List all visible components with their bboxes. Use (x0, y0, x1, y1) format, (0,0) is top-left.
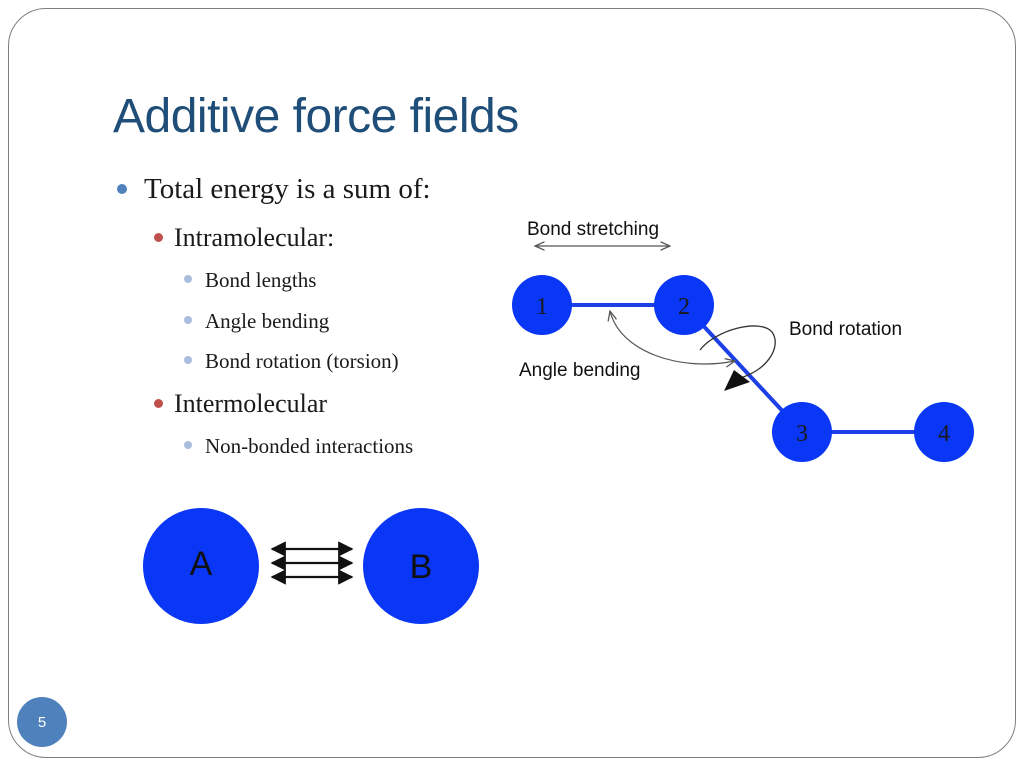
bullet-dot-icon (154, 399, 163, 408)
bullet-intermolecular: Intermolecular (154, 389, 328, 419)
bullet-text: Bond rotation (torsion) (205, 349, 399, 373)
bullet-dot-icon (117, 184, 127, 194)
page-number-badge: 5 (17, 697, 67, 747)
bullet-text: Total energy is a sum of: (144, 173, 431, 205)
bullet-nonbonded: Non-bonded interactions (184, 433, 414, 459)
bullet-bond-rotation: Bond rotation (torsion) (184, 348, 399, 374)
bullet-total-energy: Total energy is a sum of: (117, 172, 431, 206)
bullet-text: Bond lengths (205, 268, 317, 292)
slide-frame (8, 8, 1016, 758)
slide-title: Additive force fields (113, 90, 519, 143)
bullet-text: Angle bending (205, 309, 330, 333)
bullet-intramolecular: Intramolecular: (154, 223, 335, 253)
bullet-text: Intramolecular: (174, 223, 335, 252)
bullet-dot-icon (184, 356, 192, 364)
bullet-dot-icon (154, 233, 163, 242)
bullet-text: Intermolecular (174, 389, 328, 418)
bullet-dot-icon (184, 275, 192, 283)
bullet-dot-icon (184, 441, 192, 449)
bullet-text: Non-bonded interactions (205, 434, 414, 458)
bullet-dot-icon (184, 316, 192, 324)
bullet-angle-bending: Angle bending (184, 308, 330, 334)
page-number: 5 (37, 713, 47, 731)
bullet-bond-lengths: Bond lengths (184, 267, 317, 293)
